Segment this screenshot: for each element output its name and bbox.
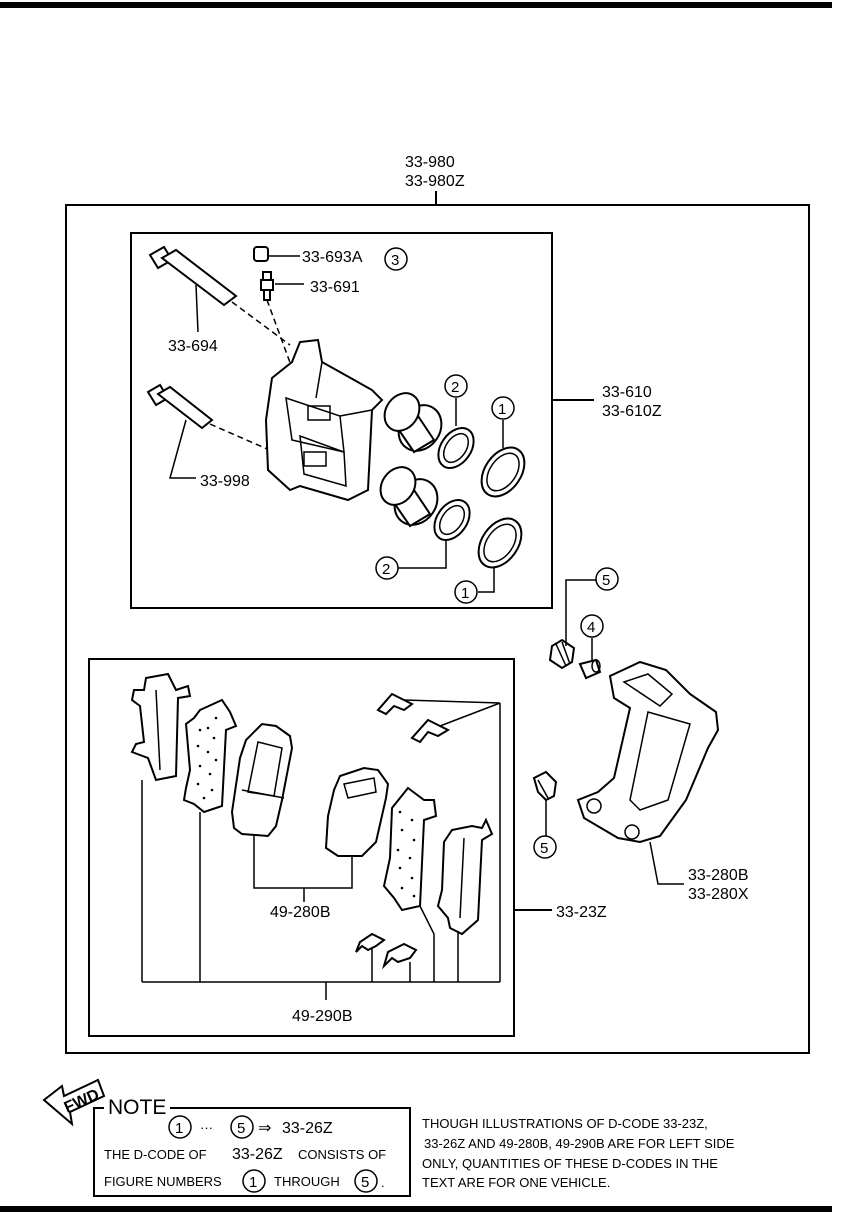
note-range-from: 1 [175,1120,183,1137]
label-pin-lower: 33-998 [200,473,250,490]
caliper-body-icon [264,338,384,502]
label-assembly-1: 33-980 [405,154,455,171]
callout-4: 4 [587,619,595,636]
note-range-to: 5 [237,1120,245,1137]
label-caliper-2: 33-610Z [602,403,662,420]
piston-boot-lower-icon [477,517,523,569]
pad-clip-upper-b-icon [410,718,451,744]
callout-circle-5b [533,835,557,859]
callout-2a: 2 [451,379,459,396]
note-line3-a: FIGURE NUMBERS [104,1174,222,1189]
piston-seal-lower-icon [433,499,471,541]
brake-pad-right-icon [324,766,390,857]
callout-3: 3 [391,252,399,269]
sleeve-icon [578,658,602,680]
label-bleeder: 33-691 [310,279,360,296]
callout-circle-2b [375,556,399,580]
callout-circle-2a [444,374,468,398]
callout-circle-5a [595,567,619,591]
label-bracket-2: 33-280X [688,886,749,903]
piston-lower-icon [379,466,439,528]
note-title: NOTE [108,1096,166,1119]
outer-frame [65,204,810,1054]
pad-clip-upper-a-icon [376,692,414,716]
label-pin-upper: 33-694 [168,338,218,355]
caliper-box [130,232,553,609]
brake-pad-left-icon [230,722,294,838]
side-note-line-3: ONLY, QUANTITIES OF THESE D-CODES IN THE [422,1156,718,1171]
note-line3-to: 5 [361,1174,369,1191]
callout-circle-1a [491,396,515,420]
note-line3-end: . [381,1175,385,1190]
callout-5b: 5 [540,840,548,857]
label-pads: 49-280B [270,904,331,921]
callout-1b: 1 [461,585,469,602]
pin-boot-upper-icon [548,638,576,670]
side-note-line-4: TEXT ARE FOR ONE VEHICLE. [422,1175,610,1190]
caliper-bracket-icon [576,660,720,844]
note-range-arrow: ⇒ [258,1120,271,1137]
label-bracket-1: 33-280B [688,867,749,884]
guide-pin-upper-icon [148,245,238,307]
piston-boot-upper-icon [480,446,526,498]
top-rule [0,2,832,8]
pad-clip-lower-a-icon [355,932,386,953]
bleeder-screw-icon [260,271,274,301]
note-range-circle-from [168,1115,192,1139]
pin-boot-lower-icon [532,770,558,802]
callout-5a: 5 [602,572,610,589]
shim-outer-left-icon [130,672,192,782]
bottom-rule [0,1206,832,1212]
side-note-line-1: THOUGH ILLUSTRATIONS OF D-CODE 33-23Z, [422,1116,708,1131]
note-line3-from: 1 [249,1174,257,1191]
shim-outer-right-icon [436,817,494,936]
note-range-code: 33-26Z [282,1120,333,1137]
callout-circle-4 [580,614,604,638]
pad-clip-lower-b-icon [381,942,418,970]
shim-inner-right-icon [382,786,438,912]
shim-inner-left-icon [182,698,238,814]
piston-upper-icon [383,392,443,454]
guide-pin-lower-icon [146,383,214,430]
callout-circle-3 [384,247,408,271]
label-shims: 49-290B [292,1008,353,1025]
dust-cap-icon [253,246,269,262]
note-range-circle-to [230,1115,254,1139]
callout-circle-1b [454,580,478,604]
label-caliper-1: 33-610 [602,384,652,401]
label-assembly-2: 33-980Z [405,173,465,190]
pad-box [88,658,515,1037]
note-range-dots: ··· [200,1120,213,1135]
note-line2-a: THE D-CODE OF [104,1147,207,1162]
side-note-line-2: 33-26Z AND 49-280B, 49-290B ARE FOR LEFT… [424,1136,735,1151]
callout-2b: 2 [382,561,390,578]
note-line3-mid: THROUGH [274,1174,340,1189]
label-cap: 33-693A [302,249,363,266]
note-line2-b: CONSISTS OF [298,1147,386,1162]
piston-seal-upper-icon [437,427,475,469]
note-line2-code: 33-26Z [232,1146,283,1163]
callout-1a: 1 [498,401,506,418]
note-line3-circle-from [242,1169,266,1193]
note-line3-circle-to [354,1169,378,1193]
label-pad-kit: 33-23Z [556,904,607,921]
